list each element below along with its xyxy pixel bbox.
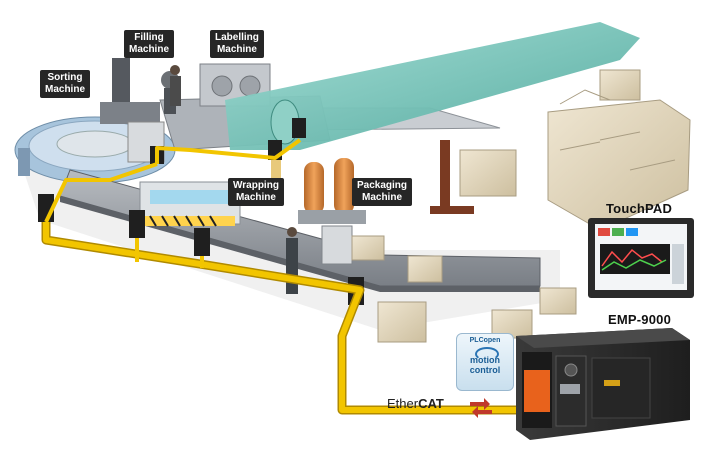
ethercat-prefix: Ether bbox=[387, 396, 419, 411]
ethercat-label: EtherCAT bbox=[387, 396, 444, 411]
label-sorting-machine: Sorting Machine bbox=[40, 70, 91, 98]
ethercat-suffix: CAT bbox=[418, 396, 444, 411]
label-packaging-line1: Packaging bbox=[357, 180, 408, 191]
label-packaging-machine: Packaging Machine bbox=[352, 178, 413, 206]
motion-swirl-icon bbox=[475, 347, 499, 361]
ethercat-bus-line bbox=[41, 138, 520, 415]
label-sorting-line1: Sorting bbox=[47, 72, 83, 83]
label-sorting-line2: Machine bbox=[45, 84, 86, 95]
label-wrapping-line1: Wrapping bbox=[233, 180, 279, 191]
label-wrapping-machine: Wrapping Machine bbox=[228, 178, 284, 206]
packaging-machine-equipment bbox=[298, 158, 366, 265]
label-filling-line2: Machine bbox=[129, 44, 170, 55]
label-labelling-line2: Machine bbox=[216, 44, 257, 55]
plcopen-motion-control-logo: PLCopen motion control bbox=[456, 333, 514, 391]
emp-9000-label: EMP-9000 bbox=[608, 312, 672, 327]
ethercat-arrows-icon bbox=[470, 398, 492, 418]
touchpad-label: TouchPAD bbox=[606, 201, 673, 216]
touchpad-display bbox=[588, 218, 694, 298]
pallet-truck bbox=[430, 140, 517, 214]
wrapping-machine-equipment bbox=[139, 181, 241, 227]
plcopen-brand: PLCopen bbox=[469, 337, 501, 344]
label-filling-line1: Filling bbox=[134, 32, 164, 43]
label-filling-machine: Filling Machine bbox=[124, 30, 175, 58]
badge-line2: control bbox=[469, 365, 501, 375]
emp-9000-controller bbox=[516, 328, 690, 440]
label-wrapping-line2: Machine bbox=[235, 192, 276, 203]
label-labelling-machine: Labelling Machine bbox=[210, 30, 264, 58]
pallet-stacks bbox=[547, 69, 691, 231]
label-labelling-line1: Labelling bbox=[215, 32, 259, 43]
label-packaging-line2: Machine bbox=[362, 192, 403, 203]
